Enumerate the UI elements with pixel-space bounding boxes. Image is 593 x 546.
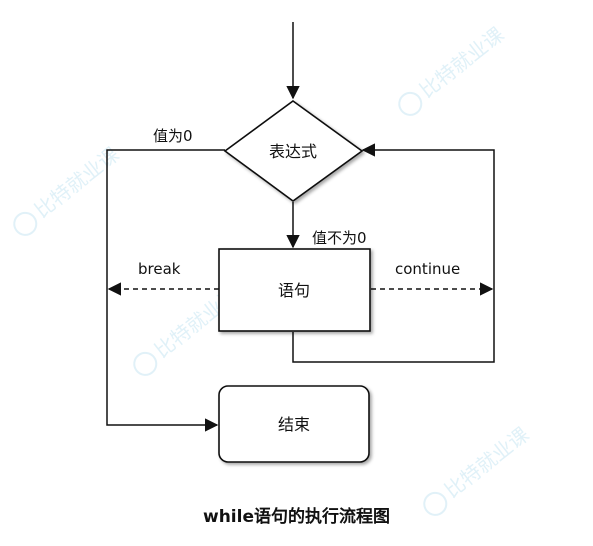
end-node: 结束 — [218, 385, 370, 463]
watermark-logo-icon — [423, 491, 448, 516]
condition-diamond — [223, 100, 364, 202]
watermark-logo-icon — [13, 211, 38, 236]
statement-box — [218, 248, 371, 332]
watermark-logo-icon — [133, 351, 158, 376]
watermark-logo-icon — [398, 91, 423, 116]
true-edge-label: 值不为0 — [312, 229, 367, 247]
statement-label: 语句 — [278, 281, 310, 300]
false-edge-label: 值为0 — [153, 127, 193, 145]
end-label: 结束 — [278, 415, 310, 434]
condition-node: 表达式 — [223, 100, 364, 202]
continue-edge-label: continue — [395, 260, 460, 278]
statement-node: 语句 — [218, 248, 371, 332]
end-box — [218, 385, 370, 463]
break-edge-label: break — [138, 260, 181, 278]
condition-label: 表达式 — [269, 142, 317, 161]
connectors — [106, 22, 495, 432]
loop-back-arrow — [292, 143, 495, 363]
false-branch-arrow — [106, 149, 225, 432]
watermark-text: 比特就业课 — [440, 422, 534, 502]
figure-caption: while语句的执行流程图 — [203, 507, 390, 527]
watermark-text: 比特就业课 — [415, 22, 509, 102]
watermark-text: 比特就业课 — [30, 142, 124, 222]
